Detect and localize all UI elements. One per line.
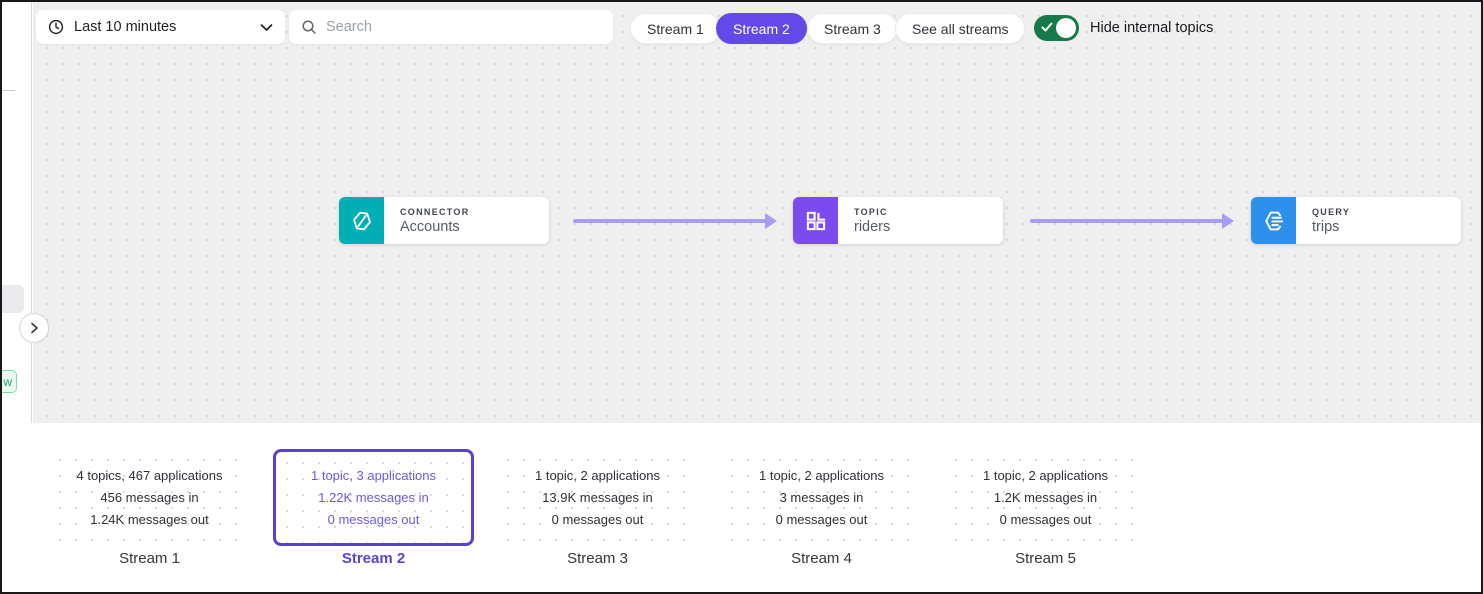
filter-label: See all streams [912,20,1009,37]
filter-label: Stream 3 [824,20,881,37]
hide-internal-topics-toggle[interactable] [1034,15,1079,41]
stream-stat: 1.2K messages in [993,489,1098,505]
stream-card-1[interactable]: 4 topics, 467 applications 456 messages … [49,449,250,546]
sidebar-panel-stub [2,285,24,313]
time-range-select[interactable]: Last 10 minutes [36,10,285,44]
expand-sidebar-button[interactable] [19,313,49,343]
node-name: Accounts [400,218,460,235]
stream-label-5[interactable]: Stream 5 [1015,550,1076,567]
stream-stat: 1 topic, 3 applications [310,467,437,483]
query-icon [1251,197,1296,244]
stream-stat: 0 messages out [999,511,1092,527]
filter-label: Stream 1 [647,20,704,37]
stream-canvas[interactable] [33,2,1481,423]
stream-stat: 0 messages out [327,511,420,527]
node-connector-accounts[interactable]: CONNECTOR Accounts [339,197,549,244]
toggle-knob [1056,18,1076,38]
stream-label-4[interactable]: Stream 4 [791,550,852,567]
node-body: CONNECTOR Accounts [384,197,549,244]
stream-card-3[interactable]: 1 topic, 2 applications 13.9K messages i… [497,449,698,546]
search-input[interactable] [326,19,601,35]
node-type-label: CONNECTOR [400,206,470,217]
node-name: riders [854,218,891,235]
node-type-label: TOPIC [854,206,888,217]
stream-label-2[interactable]: Stream 2 [341,550,406,567]
sidebar-divider [2,90,15,91]
chevron-down-icon [260,23,273,32]
sidebar-badge-label: w [3,374,12,389]
node-body: TOPIC riders [838,197,1003,244]
stream-stat: 456 messages in [100,489,199,505]
stream-stat: 0 messages out [551,511,644,527]
search-box [289,10,613,44]
connector-icon [339,197,384,244]
clock-icon [48,19,64,35]
time-range-value: Last 10 minutes [74,19,177,35]
stream-stat: 3 messages in [779,489,864,505]
stream-label-1[interactable]: Stream 1 [119,550,180,567]
filter-stream-2[interactable]: Stream 2 [716,13,807,44]
filter-label: Stream 2 [733,20,790,37]
stream-summary-panel: 4 topics, 467 applications 456 messages … [2,423,1481,592]
filter-see-all-streams[interactable]: See all streams [895,13,1026,44]
arrowhead-icon [1222,213,1234,229]
hide-internal-topics-control: Hide internal topics [1034,15,1213,41]
stream-label-3[interactable]: Stream 3 [567,550,628,567]
stream-stat: 1.22K messages in [318,489,429,505]
stream-stat: 1.24K messages out [90,511,209,527]
stream-stat: 4 topics, 467 applications [76,467,223,483]
collapsed-sidebar: w [2,2,32,423]
edge-connector-to-topic [573,213,777,229]
search-icon [301,19,317,35]
stream-stat: 0 messages out [775,511,868,527]
sidebar-badge: w [2,370,17,393]
node-name: trips [1312,218,1340,235]
checkmark-icon [1041,22,1053,33]
stream-card-4[interactable]: 1 topic, 2 applications 3 messages in 0 … [721,449,922,546]
node-body: QUERY trips [1296,197,1461,244]
filter-stream-3[interactable]: Stream 3 [807,13,898,44]
stream-card-2[interactable]: 1 topic, 3 applications 1.22K messages i… [273,449,474,546]
node-query-trips[interactable]: QUERY trips [1251,197,1461,244]
edge-topic-to-query [1030,213,1234,229]
arrowhead-icon [765,213,777,229]
node-type-label: QUERY [1312,206,1351,217]
stream-stat: 13.9K messages in [542,489,653,505]
toggle-label: Hide internal topics [1090,20,1214,36]
stream-stat: 1 topic, 2 applications [758,467,885,483]
node-topic-riders[interactable]: TOPIC riders [793,197,1003,244]
topic-icon [793,197,838,244]
stream-stat: 1 topic, 2 applications [982,467,1109,483]
stream-card-5[interactable]: 1 topic, 2 applications 1.2K messages in… [945,449,1146,546]
stream-stat: 1 topic, 2 applications [534,467,661,483]
chevron-right-icon [28,322,40,334]
filter-stream-1[interactable]: Stream 1 [630,13,721,44]
